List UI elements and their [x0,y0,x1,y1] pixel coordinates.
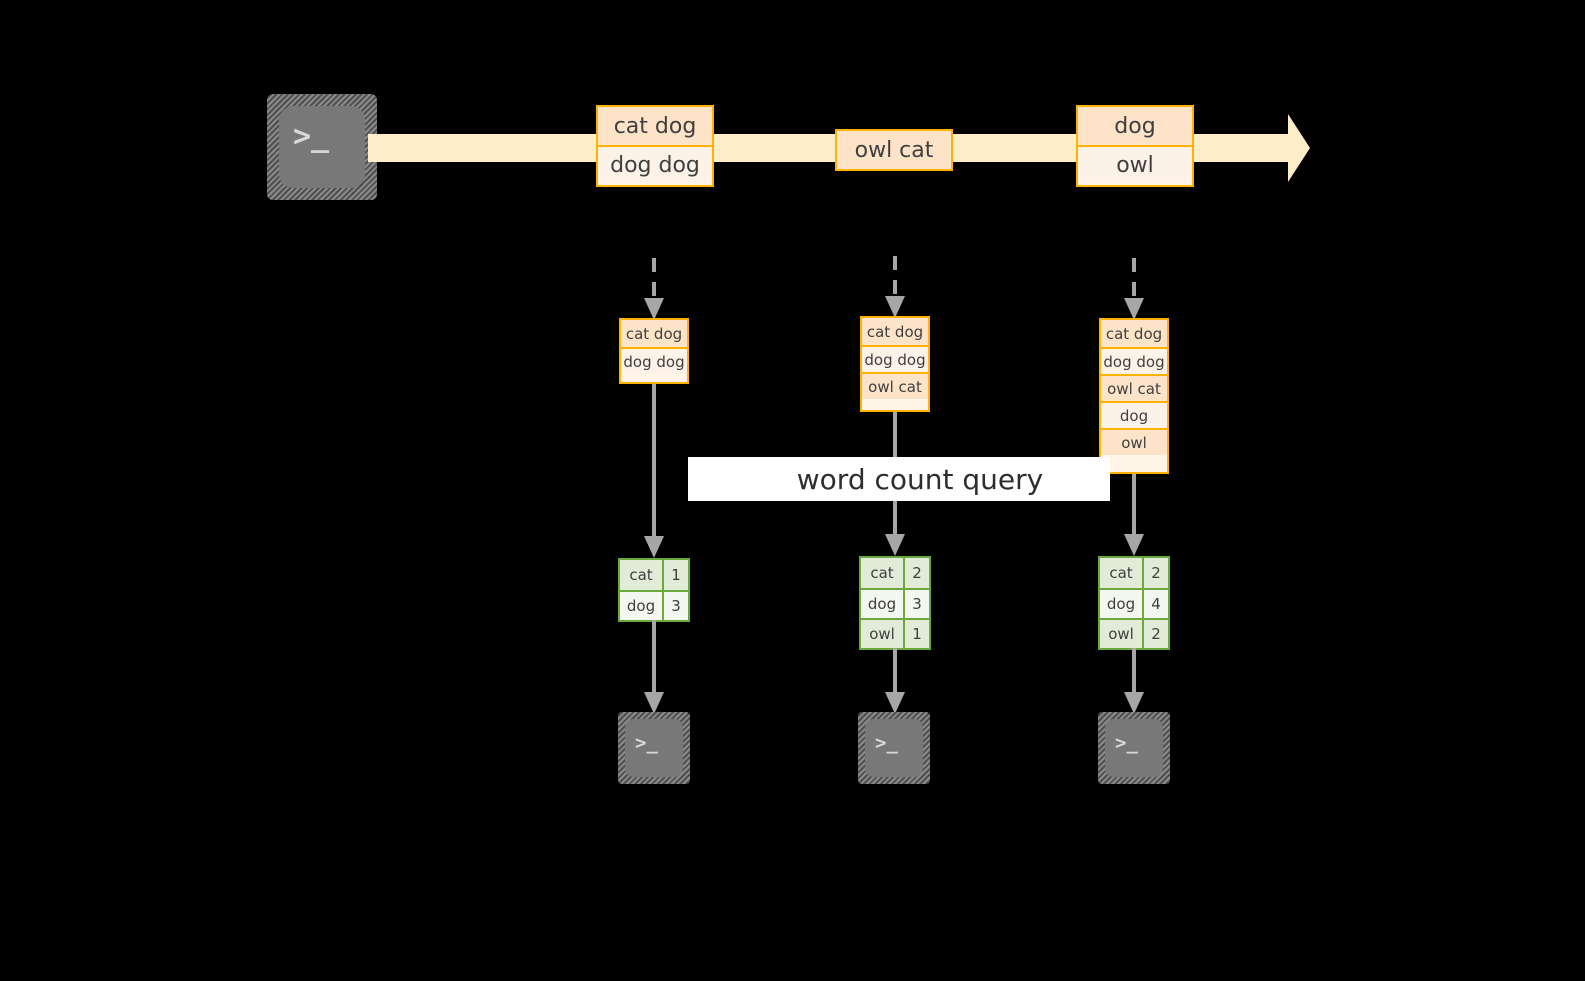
result-word: dog [861,590,903,618]
sink-terminal-2: >_ [858,712,930,784]
snapshot-1: cat dog dog dog [619,318,689,384]
query-label-band: word count query [688,457,1110,501]
connector-shaft [652,384,656,536]
result-word: cat [1100,558,1142,588]
stream-record-1: cat dog dog dog [596,105,714,187]
terminal-prompt-glyph: >_ [875,732,898,754]
snapshot-line: dog [1101,401,1167,428]
result-count: 3 [903,590,929,618]
snapshot-line: owl [1101,428,1167,455]
event-stream-arrow-neck [1268,134,1290,162]
terminal-screen [279,106,365,188]
stream-record-line: owl cat [837,131,951,169]
terminal-screen [1105,719,1163,777]
snapshot-line: cat dog [621,320,687,347]
result-word: dog [1100,590,1142,618]
sink-terminal-3: >_ [1098,712,1170,784]
result-word: cat [861,558,903,588]
stream-record-2: owl cat [835,129,953,171]
result-row: cat 2 [861,558,929,588]
result-table-2: cat 2 dog 3 owl 1 [859,556,931,650]
snapshot-3: cat dog dog dog owl cat dog owl [1099,318,1169,474]
terminal-prompt-glyph: >_ [635,732,658,754]
connector-shaft [893,648,897,692]
result-table-1: cat 1 dog 3 [618,558,690,622]
result-row: dog 3 [620,590,688,620]
connector-shaft [1132,648,1136,692]
connector-arrowhead [885,534,905,556]
result-row: owl 2 [1100,618,1168,648]
result-row: cat 2 [1100,558,1168,588]
snapshot-line: owl cat [1101,374,1167,401]
snapshot-line: owl cat [862,372,928,399]
result-count: 1 [903,620,929,648]
snapshot-line: dog dog [1101,347,1167,374]
result-count: 2 [1142,620,1168,648]
connector-shaft [1132,474,1136,534]
result-row: owl 1 [861,618,929,648]
connector-arrowhead [644,536,664,558]
result-row: dog 4 [1100,588,1168,618]
source-terminal-icon: >_ [267,94,377,200]
snapshot-line: cat dog [1101,320,1167,347]
connector-shaft [893,256,897,296]
connector-arrowhead [644,692,664,714]
connector-shaft [1132,258,1136,298]
snapshot-2: cat dog dog dog owl cat [860,316,930,412]
connector-arrowhead [644,298,664,320]
terminal-screen [625,719,683,777]
connector-arrowhead [885,692,905,714]
terminal-screen [865,719,923,777]
query-label: word count query [796,462,1044,496]
result-count: 1 [662,560,688,590]
sink-terminal-1: >_ [618,712,690,784]
connector-shaft [652,620,656,692]
snapshot-line: cat dog [862,318,928,345]
connector-arrowhead [1124,298,1144,320]
connector-arrowhead [885,296,905,318]
result-table-3: cat 2 dog 4 owl 2 [1098,556,1170,650]
result-count: 3 [662,592,688,620]
result-word: owl [861,620,903,648]
result-row: cat 1 [620,560,688,590]
event-stream-arrowhead [1288,114,1310,182]
stream-record-3: dog owl [1076,105,1194,187]
result-count: 2 [903,558,929,588]
snapshot-line: dog dog [621,347,687,374]
connector-shaft [652,258,656,298]
result-word: dog [620,592,662,620]
terminal-prompt-glyph: >_ [293,119,330,154]
connector-arrowhead [1124,534,1144,556]
result-word: cat [620,560,662,590]
snapshot-line: dog dog [862,345,928,372]
connector-arrowhead [1124,692,1144,714]
stream-record-line: dog [1078,107,1192,145]
stream-record-line: owl [1078,145,1192,183]
result-word: owl [1100,620,1142,648]
terminal-prompt-glyph: >_ [1115,732,1138,754]
result-count: 4 [1142,590,1168,618]
result-row: dog 3 [861,588,929,618]
stream-record-line: cat dog [598,107,712,145]
result-count: 2 [1142,558,1168,588]
stream-record-line: dog dog [598,145,712,183]
